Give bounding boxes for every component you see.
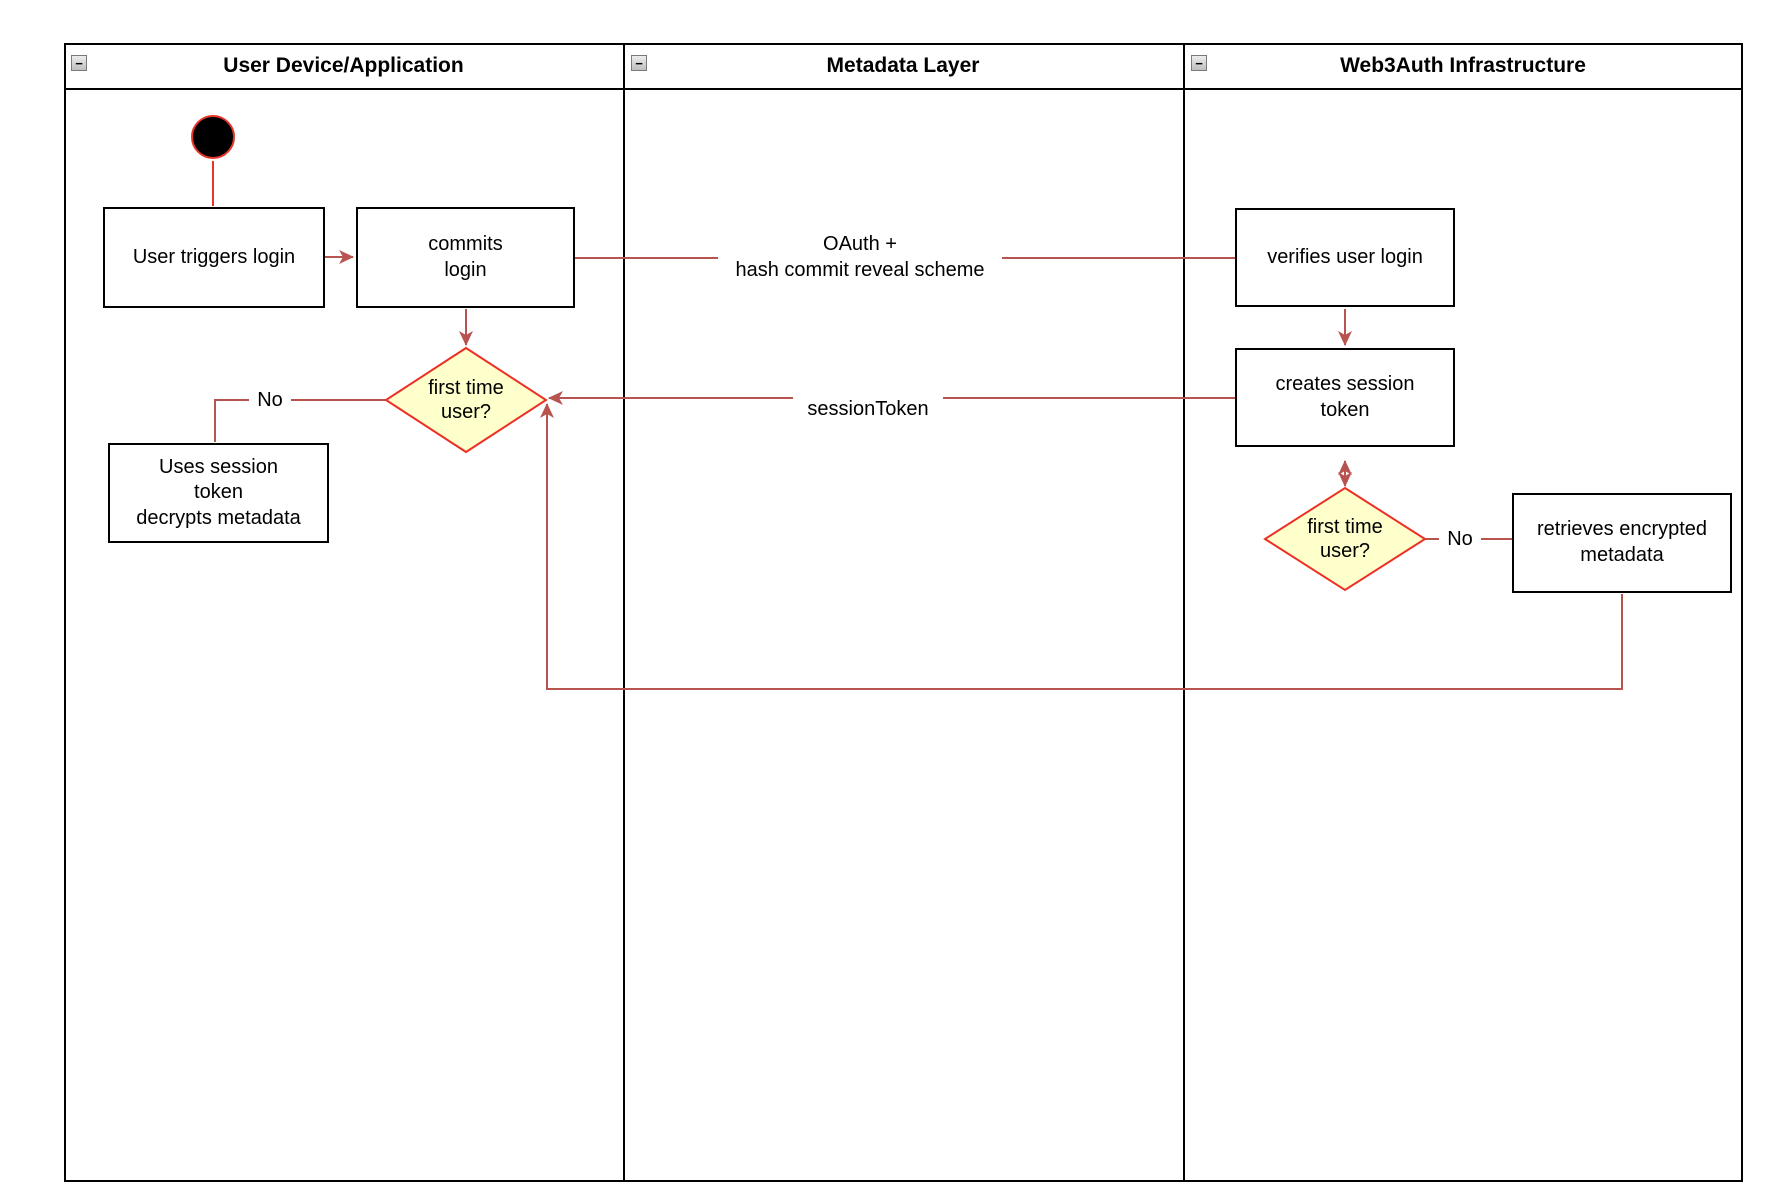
lane-title-user-device: User Device/Application — [223, 53, 464, 77]
node-creates-session-token: creates session token — [1235, 348, 1455, 447]
collapse-minus-icon[interactable]: − — [1191, 55, 1207, 71]
lane-header-separator — [64, 88, 1743, 90]
node-uses-session-token: Uses session token decrypts metadata — [108, 443, 329, 543]
edge-label-no-web3auth: No — [1439, 526, 1481, 552]
start-node — [191, 115, 235, 159]
node-verifies-user-login: verifies user login — [1235, 208, 1455, 307]
collapse-minus-icon[interactable]: − — [631, 55, 647, 71]
edge-label-oauth: OAuth + hash commit reveal scheme — [718, 230, 1002, 284]
lane-title-metadata-layer: Metadata Layer — [826, 53, 980, 77]
edge-label-sessiontoken: sessionToken — [793, 390, 943, 423]
lane-divider-2 — [1183, 43, 1185, 1182]
node-commits-login: commits login — [356, 207, 575, 308]
lane-title-web3auth: Web3Auth Infrastructure — [1340, 53, 1586, 77]
collapse-minus-icon[interactable]: − — [71, 55, 87, 71]
node-user-triggers-login: User triggers login — [103, 207, 325, 308]
lane-header-metadata-layer: Metadata Layer — [623, 43, 1183, 88]
lane-header-web3auth: Web3Auth Infrastructure — [1183, 43, 1743, 88]
node-retrieves-encrypted-metadata: retrieves encrypted metadata — [1512, 493, 1732, 593]
edge-label-no-user-device: No — [249, 387, 291, 413]
lane-header-user-device: User Device/Application — [64, 43, 623, 88]
lane-divider-1 — [623, 43, 625, 1182]
pool-frame — [64, 43, 1743, 1182]
